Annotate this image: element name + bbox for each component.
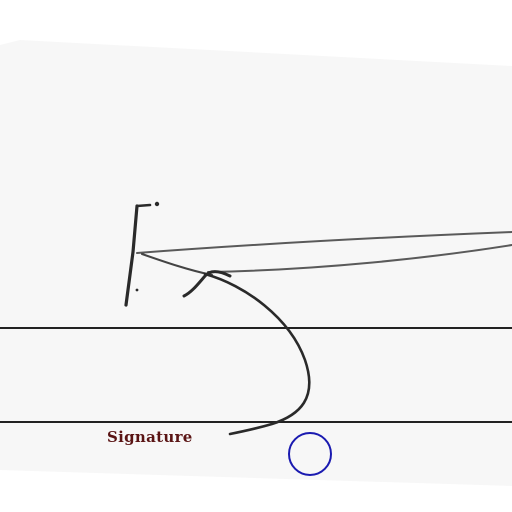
signature-box-top-rule (0, 327, 512, 329)
signature-field-label: Signature (107, 428, 193, 446)
signature-box-bottom-rule (0, 421, 512, 423)
click-marker-circle (288, 432, 332, 476)
